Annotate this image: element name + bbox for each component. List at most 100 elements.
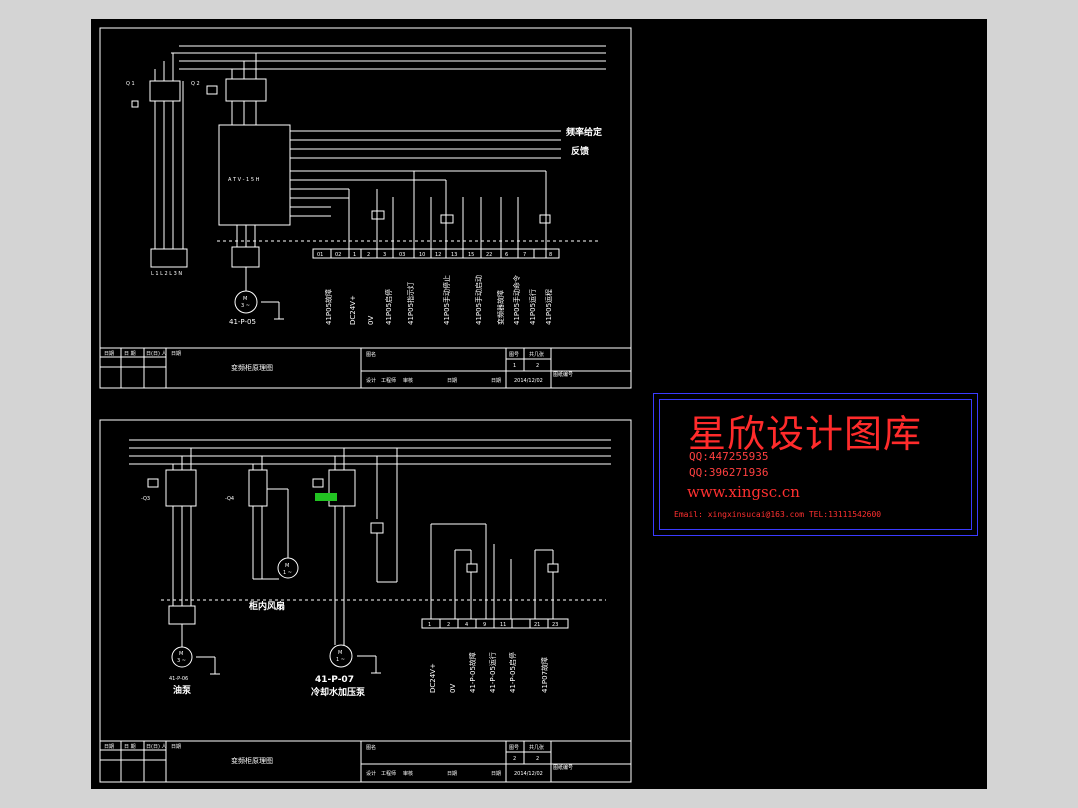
watermark-url: www.xingsc.cn — [687, 483, 800, 501]
svg-text:Q 1: Q 1 — [126, 81, 135, 87]
svg-text:1 ~: 1 ~ — [283, 570, 292, 576]
motor-id: 41-P-05 — [229, 318, 256, 326]
inverter-label: A T V - 1 5 H — [228, 177, 260, 183]
svg-text:日期: 日期 — [491, 771, 501, 777]
svg-text:工程师: 工程师 — [381, 770, 396, 777]
signal-label: 41P05启停 — [384, 289, 393, 325]
bottom-sheet-border — [99, 419, 632, 783]
terminal: 11 — [500, 622, 506, 628]
terminal: 2 — [447, 622, 450, 628]
terminal: 3 — [383, 252, 386, 258]
drawing-date: 2014/12/02 — [514, 771, 543, 777]
svg-text:图纸编号: 图纸编号 — [553, 764, 573, 771]
svg-text:设计: 设计 — [366, 770, 376, 777]
svg-text:日期: 日期 — [171, 744, 181, 750]
sheet-number: 1 — [513, 363, 516, 369]
svg-text:日(日) 人: 日(日) 人 — [146, 351, 167, 357]
motor1-id: 41-P-06 — [169, 676, 188, 682]
signal-label: 41P05指示灯 — [406, 282, 415, 325]
cabinet-fan: 柜内风扇 — [248, 600, 285, 612]
top-title-block: 日期 日 期 日(日) 人 日期 变频柜原理图 图名 设计 工程师 审核 日期 … — [99, 347, 632, 389]
signal-label: 41P05运行 — [528, 289, 537, 325]
terminal: 23 — [552, 622, 558, 628]
svg-text:1 ~: 1 ~ — [336, 657, 345, 663]
terminal: 9 — [483, 622, 486, 628]
watermark-inner-border — [659, 399, 972, 530]
schematic-drawings: L 1 L 2 L 3 N Q 1 Q 2 A T V - 1 5 H M 3 … — [99, 27, 632, 783]
terminal: 1 — [428, 622, 431, 628]
signal-label: 41P05手动启动 — [474, 275, 483, 325]
svg-text:共几张: 共几张 — [529, 351, 544, 358]
svg-text:日期: 日期 — [447, 378, 457, 384]
watermark-qq2: QQ:396271936 — [689, 466, 769, 479]
signal-label: 41P05运程 — [544, 289, 553, 325]
sheet-total: 2 — [536, 756, 539, 762]
svg-text:Q 2: Q 2 — [191, 81, 200, 87]
terminal: 21 — [534, 622, 540, 628]
svg-text:日期: 日期 — [491, 378, 501, 384]
svg-text:工程师: 工程师 — [381, 377, 396, 384]
signal-label: 41P05故障 — [324, 289, 333, 325]
terminal: 22 — [486, 252, 492, 258]
svg-text:图纸编号: 图纸编号 — [553, 371, 573, 378]
svg-text:图名: 图名 — [366, 744, 376, 751]
highlight-marker — [315, 493, 337, 501]
terminal: 8 — [549, 252, 552, 258]
inverter-box — [218, 124, 291, 226]
sheet-number: 2 — [513, 756, 516, 762]
signal-label: 41-P-05运行 — [488, 652, 497, 693]
top-signal-labels: 41P05故障 DC24V+ 0V 41P05启停 41P05指示灯 41P05… — [324, 275, 553, 325]
svg-text:L 1 L 2 L 3 N: L 1 L 2 L 3 N — [151, 271, 182, 277]
terminal: 02 — [335, 252, 341, 258]
watermark-contact: Email: xingxinsucai@163.com TEL:13111542… — [674, 510, 882, 519]
svg-text:-Q4: -Q4 — [225, 496, 234, 502]
svg-text:M: M — [179, 651, 183, 657]
annot-feedback: 反馈 — [571, 145, 589, 157]
terminal: 4 — [465, 622, 468, 628]
bottom-signal-labels: DC24V+ 0V 41-P-05故障 41-P-05运行 41-P-05启停 … — [429, 652, 549, 693]
terminal: 01 — [317, 252, 323, 258]
top-sheet: L 1 L 2 L 3 N Q 1 Q 2 A T V - 1 5 H M 3 … — [99, 27, 632, 389]
signal-label: 41P07故障 — [540, 657, 549, 693]
svg-text:3 ~: 3 ~ — [177, 658, 186, 664]
terminal: 2 — [367, 252, 370, 258]
svg-text:-Q3: -Q3 — [141, 496, 150, 502]
motor2-name: 冷却水加压泵 — [311, 686, 366, 698]
signal-label: 变频器故障 — [496, 290, 505, 325]
terminal: 03 — [399, 252, 405, 258]
svg-text:设计: 设计 — [366, 377, 376, 384]
signal-label: 0V — [449, 684, 457, 693]
signal-label: 41-P-05启停 — [508, 652, 517, 693]
bottom-terminal-strip: 1 2 4 9 11 21 23 — [421, 618, 569, 629]
svg-text:3 ~: 3 ~ — [241, 303, 250, 309]
watermark-panel: 星欣设计图库 QQ:447255935 QQ:396271936 www.xin… — [653, 393, 978, 536]
terminal: 1 — [353, 252, 356, 258]
bottom-sheet: -Q3 M 3 ~ 41-P-06 油泵 -Q4 M 1 ~ — [99, 419, 632, 783]
svg-text:日期: 日期 — [447, 771, 457, 777]
terminal: 13 — [451, 252, 457, 258]
motor2-id: 41-P-07 — [315, 675, 354, 685]
svg-text:日期: 日期 — [171, 351, 181, 357]
watermark-title: 星欣设计图库 — [688, 412, 923, 456]
signal-label: 41-P-05故障 — [468, 652, 477, 693]
terminal: 6 — [505, 252, 508, 258]
svg-text:图号: 图号 — [509, 745, 519, 751]
motor-symbol — [234, 290, 258, 314]
svg-text:M: M — [285, 563, 289, 569]
svg-text:日期: 日期 — [104, 351, 114, 357]
signal-label: DC24V+ — [349, 295, 357, 325]
drawing-title: 变频柜原理图 — [231, 363, 273, 372]
terminal: 7 — [523, 252, 526, 258]
svg-text:日(日) 人: 日(日) 人 — [146, 744, 167, 750]
svg-text:日 期: 日 期 — [124, 351, 136, 357]
annot-freq: 频率给定 — [566, 126, 603, 138]
svg-text:共几张: 共几张 — [529, 744, 544, 751]
signal-label: 0V — [367, 316, 375, 325]
svg-text:审核: 审核 — [403, 770, 413, 777]
svg-text:M: M — [338, 650, 342, 656]
terminal: 10 — [419, 252, 425, 258]
svg-text:图名: 图名 — [366, 351, 376, 358]
svg-text:日期: 日期 — [104, 744, 114, 750]
drawing-title: 变频柜原理图 — [231, 756, 273, 765]
terminal: 12 — [435, 252, 441, 258]
